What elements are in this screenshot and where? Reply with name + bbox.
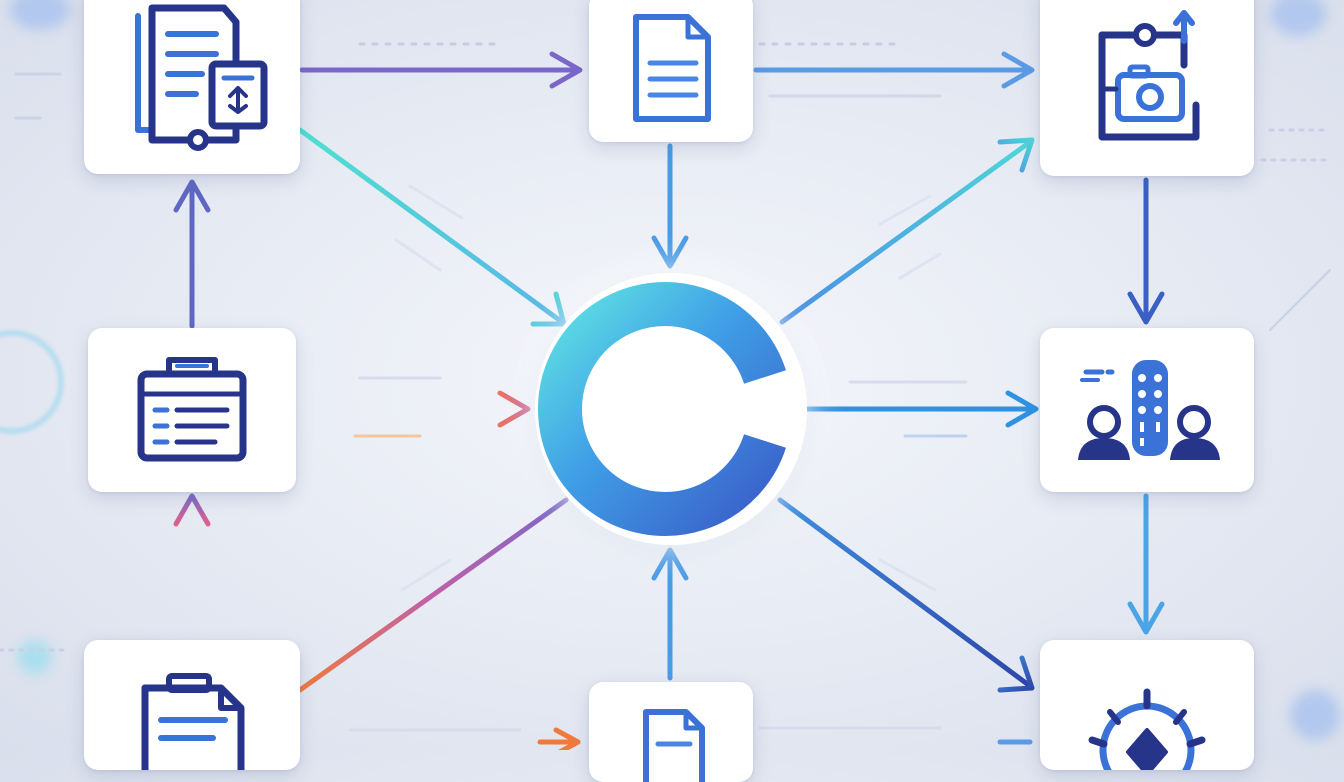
document-icon bbox=[643, 709, 705, 782]
node-bottom-center[interactable] bbox=[589, 682, 753, 782]
node-top-right[interactable] bbox=[1040, 0, 1254, 176]
arrow-topcenter-to-hub bbox=[651, 143, 689, 269]
decorative-dashes bbox=[0, 42, 1332, 732]
node-top-left[interactable] bbox=[84, 0, 300, 174]
target-gear-icon bbox=[1088, 688, 1206, 770]
briefcase-list-icon bbox=[137, 357, 247, 462]
team-device-icon bbox=[1078, 360, 1220, 460]
connection-arrows bbox=[173, 51, 1165, 750]
arrow-hub-to-midright bbox=[805, 390, 1039, 428]
decorative-glow bbox=[1290, 690, 1340, 740]
arrow-bottomleft-to-midleft bbox=[173, 493, 211, 639]
decorative-glow bbox=[1270, 0, 1326, 36]
arrow-midleft-to-hub bbox=[297, 390, 531, 428]
arrow-topleft-to-hub bbox=[297, 127, 567, 327]
arrow-topleft-to-topcenter bbox=[299, 51, 583, 89]
documents-icon bbox=[135, 4, 268, 151]
document-icon bbox=[633, 14, 711, 122]
folder-document-icon bbox=[141, 673, 245, 770]
arrow-hub-to-topright bbox=[779, 137, 1035, 325]
decorative-glow bbox=[18, 640, 52, 674]
hub-node[interactable] bbox=[535, 273, 807, 545]
node-mid-right[interactable] bbox=[1040, 328, 1254, 492]
arrow-midleft-to-topleft bbox=[173, 179, 211, 329]
c-logo-icon bbox=[538, 282, 786, 536]
arrow-hub-to-bottomright bbox=[777, 497, 1035, 693]
arrow-topright-to-midright bbox=[1127, 177, 1165, 325]
node-mid-left[interactable] bbox=[88, 328, 296, 492]
node-bottom-left[interactable] bbox=[84, 640, 300, 770]
node-bottom-right[interactable] bbox=[1040, 640, 1254, 770]
arrow-bottomleft-to-hub bbox=[297, 497, 569, 693]
arrow-midright-to-bottomright bbox=[1127, 493, 1165, 635]
camera-upload-icon bbox=[1098, 10, 1200, 141]
node-top-center[interactable] bbox=[589, 0, 753, 142]
arrow-topcenter-to-topright bbox=[753, 51, 1035, 89]
arrow-bottomleft-to-bottomcenter bbox=[537, 727, 581, 750]
arrow-bottomcenter-to-hub bbox=[651, 547, 689, 681]
